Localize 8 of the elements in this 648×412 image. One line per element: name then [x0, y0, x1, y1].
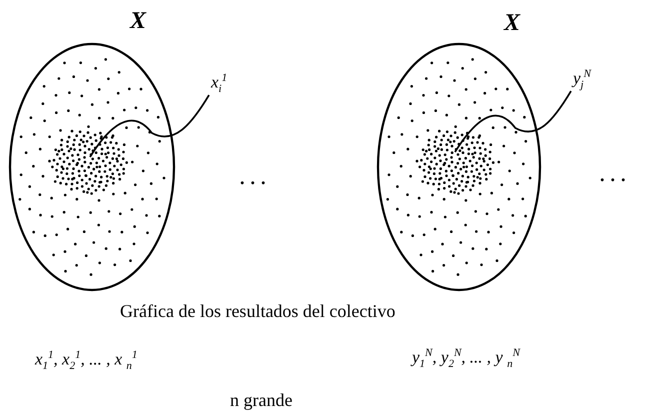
- ellipsis: ...: [600, 165, 632, 185]
- set-heading: X: [130, 8, 146, 34]
- ellipsis: ...: [240, 168, 272, 188]
- note-text: n grande: [230, 390, 292, 410]
- caption: Gráfica de los resultados del colectivo: [120, 301, 396, 321]
- leader-line: [454, 90, 572, 152]
- leader-line: [89, 94, 210, 158]
- set-heading: X: [504, 10, 520, 36]
